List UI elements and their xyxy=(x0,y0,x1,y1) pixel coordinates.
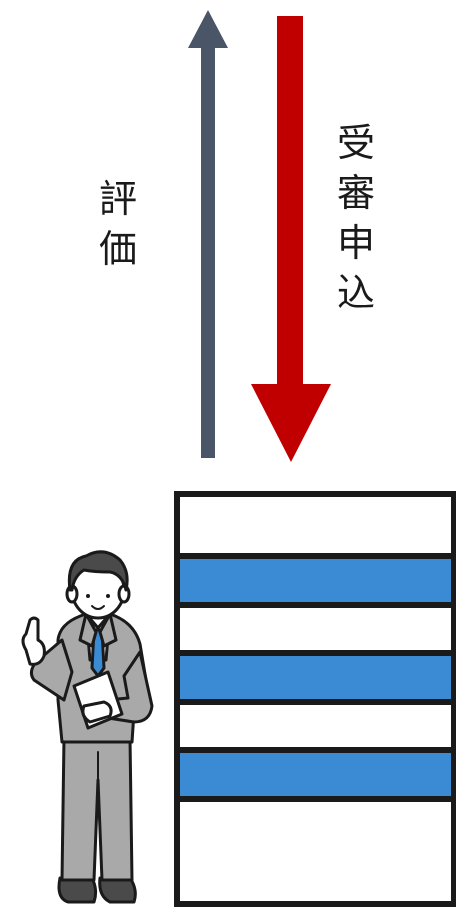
stack-band-1 xyxy=(180,559,451,603)
document-stack-icon xyxy=(174,491,456,907)
stack-band-2 xyxy=(180,656,451,700)
arrow-up-icon xyxy=(188,10,228,458)
evaluation-label: 評 価 xyxy=(98,177,137,271)
stack-band-3 xyxy=(180,753,451,797)
application-label: 受 審 申 込 xyxy=(336,121,375,315)
arrow-down-icon xyxy=(251,16,331,462)
businessman-illustration xyxy=(21,550,154,904)
